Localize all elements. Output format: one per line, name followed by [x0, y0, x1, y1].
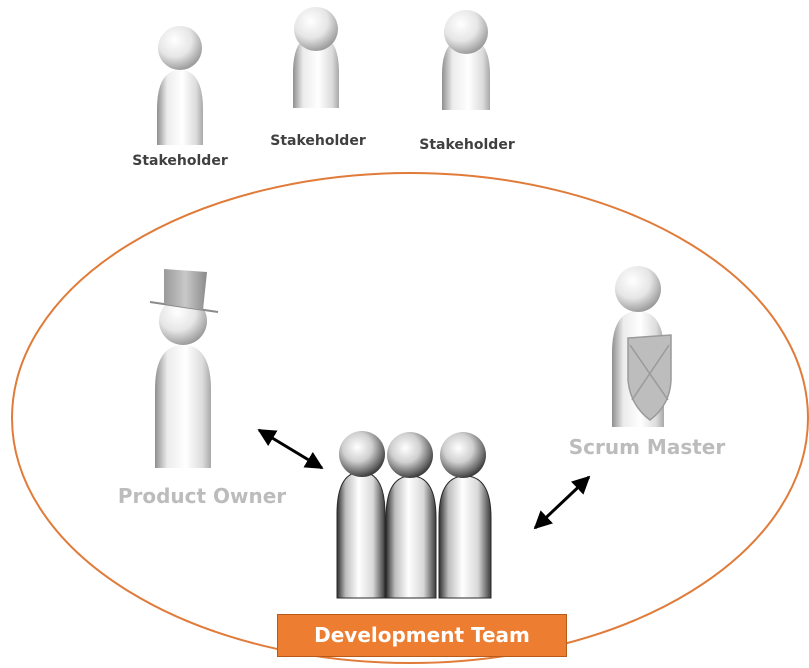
- stakeholder-2-label: Stakeholder: [270, 133, 366, 149]
- scrum-master-label: Scrum Master: [568, 435, 726, 459]
- top-hat-icon: [149, 269, 219, 313]
- double-arrow-icon: [257, 428, 324, 470]
- person-icon: [442, 38, 490, 110]
- stakeholder-2-figure: [293, 7, 339, 108]
- person-icon: [438, 475, 492, 599]
- development-team-figures: [336, 431, 492, 599]
- development-team-box: Development Team: [277, 614, 567, 657]
- stakeholder-1-label: Stakeholder: [132, 153, 228, 169]
- shield-icon: [627, 334, 672, 421]
- person-icon: [155, 345, 211, 468]
- scrum-master-figure: [612, 266, 672, 427]
- stakeholder-3-figure: [442, 10, 490, 110]
- team-boundary-circle: [11, 172, 809, 664]
- product-owner-figure: [149, 269, 219, 468]
- person-icon: [157, 70, 203, 145]
- dev-member-3: [438, 432, 492, 599]
- development-team-label: Development Team: [314, 623, 530, 647]
- person-icon: [293, 35, 339, 108]
- stakeholder-3-label: Stakeholder: [419, 137, 515, 153]
- person-icon: [336, 471, 386, 599]
- dev-member-1: [336, 431, 386, 599]
- dev-member-2: [385, 432, 437, 599]
- person-icon: [385, 475, 437, 599]
- stakeholder-1-figure: [157, 26, 203, 145]
- product-owner-label: Product Owner: [117, 484, 287, 508]
- double-arrow-icon: [533, 475, 591, 530]
